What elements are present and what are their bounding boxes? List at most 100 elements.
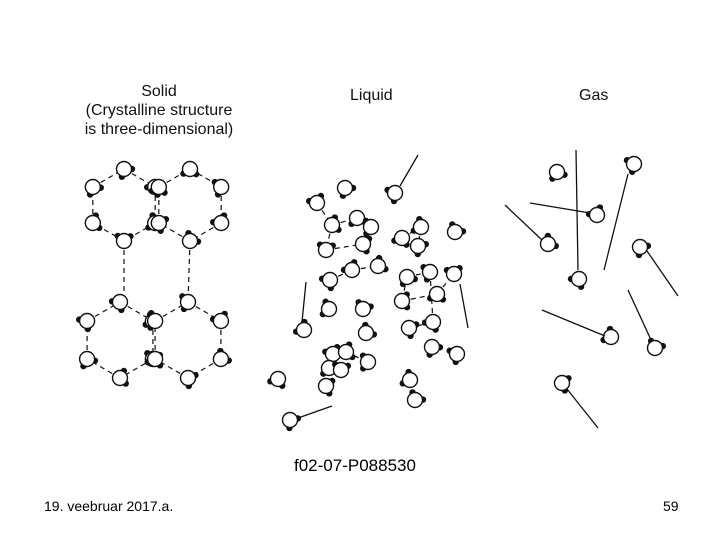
motion-trail (541, 309, 606, 337)
water-molecule (114, 232, 134, 250)
water-molecule (108, 293, 129, 314)
water-molecule (84, 178, 104, 198)
oxygen-atom (179, 369, 197, 387)
water-molecule (181, 229, 202, 250)
water-molecule (400, 319, 420, 340)
liquid-label: Liquid (350, 87, 393, 104)
motion-trail (459, 283, 469, 329)
water-molecule (548, 163, 568, 182)
oxygen-atom (548, 163, 566, 181)
oxygen-atom (428, 285, 446, 303)
water-molecule (180, 160, 200, 178)
oxygen-atom (570, 270, 588, 288)
oxygen-atom (111, 369, 129, 387)
oxygen-atom (323, 216, 341, 234)
oxygen-atom (424, 313, 442, 331)
water-molecule (146, 311, 164, 331)
oxygen-atom (421, 263, 439, 281)
water-molecule (144, 350, 164, 369)
water-molecule (631, 238, 652, 259)
water-molecule (446, 345, 466, 366)
motion-trail (627, 289, 653, 343)
water-molecule (359, 352, 377, 372)
oxygen-atom (448, 345, 466, 363)
water-molecule (319, 298, 338, 318)
oxygen-atom (320, 300, 338, 318)
oxygen-atom (321, 271, 339, 289)
water-molecule (332, 361, 352, 379)
water-molecule (384, 184, 404, 205)
water-molecule (420, 263, 439, 283)
water-molecule (209, 310, 230, 330)
motion-trail (301, 281, 307, 323)
water-molecule (179, 369, 199, 390)
water-molecule (421, 313, 442, 333)
oxygen-atom (398, 268, 416, 286)
water-molecule (336, 179, 357, 199)
oxygen-atom (588, 206, 606, 224)
oxygen-atom (150, 178, 168, 196)
water-molecule (84, 212, 103, 232)
oxygen-atom (354, 235, 372, 253)
oxygen-atom (212, 312, 230, 330)
oxygen-atom (337, 343, 355, 361)
oxygen-atom (115, 232, 133, 250)
liquid-molecules (267, 154, 469, 432)
water-molecule (427, 285, 447, 303)
oxygen-atom (362, 218, 380, 236)
water-molecule (600, 325, 620, 346)
oxygen-atom (412, 218, 430, 236)
oxygen-atom (212, 350, 230, 368)
water-molecule (179, 293, 197, 313)
water-molecule (423, 338, 444, 358)
oxygen-atom (181, 160, 199, 178)
water-molecule (406, 389, 427, 409)
water-molecule (267, 370, 287, 389)
oxygen-atom (317, 241, 335, 259)
water-molecule (553, 374, 572, 394)
oxygen-atom (78, 350, 96, 368)
oxygen-atom (409, 237, 427, 255)
page-number: 59 (663, 498, 679, 514)
oxygen-atom (150, 214, 168, 232)
water-molecule (357, 321, 378, 342)
water-molecule (354, 299, 374, 318)
oxygen-atom (111, 293, 129, 311)
oxygen-atom (357, 324, 375, 342)
oxygen-atom (212, 178, 230, 196)
oxygen-atom (84, 214, 102, 232)
motion-trail (529, 202, 591, 214)
motion-trail (646, 250, 679, 297)
water-molecule (399, 368, 419, 389)
water-molecule (281, 411, 302, 432)
oxygen-atom (646, 339, 664, 357)
oxygen-atom (354, 300, 372, 318)
water-molecule (318, 271, 339, 292)
motion-trail (575, 149, 579, 271)
water-molecule (211, 178, 230, 198)
oxygen-atom (317, 377, 335, 395)
water-molecule (446, 221, 467, 241)
solid-crystal-structure (76, 160, 232, 390)
water-molecule (210, 212, 230, 232)
water-molecule (148, 178, 168, 196)
oxygen-atom (625, 155, 643, 173)
water-molecule (115, 160, 136, 180)
oxygen-atom (445, 265, 463, 283)
water-molecule (362, 217, 380, 237)
water-molecule (623, 155, 643, 175)
gas-label: Gas (579, 87, 609, 104)
oxygen-atom (401, 371, 419, 389)
water-molecule (322, 343, 342, 363)
oxygen-atom (553, 374, 571, 392)
oxygen-atom (348, 209, 366, 227)
water-molecule (567, 270, 588, 290)
water-molecule (292, 318, 313, 339)
water-molecule (212, 347, 232, 368)
figure-caption: f02-07-P088530 (294, 456, 416, 475)
oxygen-atom (269, 370, 287, 388)
oxygen-atom (332, 361, 350, 379)
oxygen-atom (146, 350, 164, 368)
water-molecule (398, 268, 418, 288)
oxygen-atom (602, 328, 620, 346)
